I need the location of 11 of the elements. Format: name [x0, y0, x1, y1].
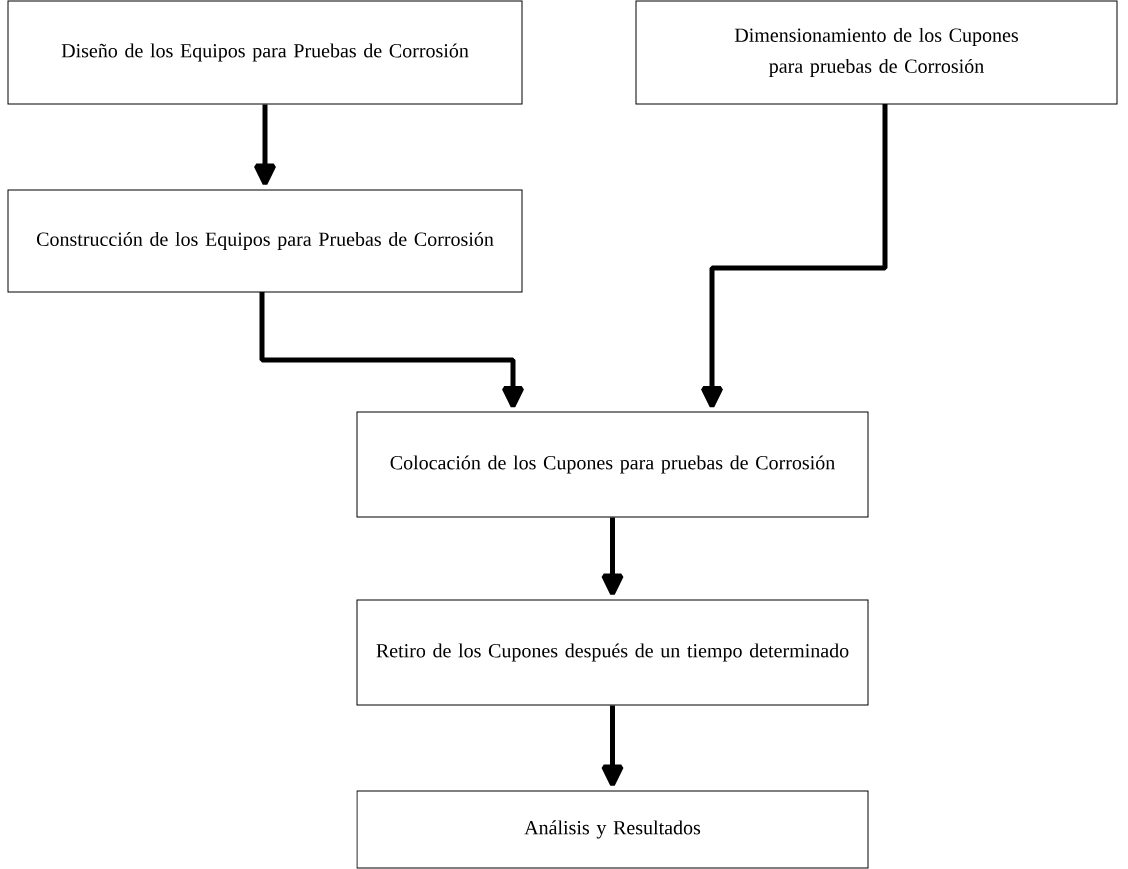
arrow [700, 104, 888, 409]
process-box: Colocación de los Cupones para pruebas de Corrosión [356, 411, 869, 518]
arrow [601, 517, 624, 596]
process-box: Construcción de los Equipos para Pruebas de Corrosión [7, 189, 523, 293]
process-box: Dimensionamiento de los Cupones para pruebas de Corrosión [635, 0, 1118, 105]
arrow [259, 292, 525, 409]
process-box: Retiro de los Cupones después de un tiempo determinado [356, 599, 869, 706]
process-box: Diseño de los Equipos para Pruebas de Corrosión [7, 0, 523, 105]
arrow [253, 104, 277, 186]
arrow [601, 705, 624, 787]
process-box: Análisis y Resultados [356, 790, 869, 869]
